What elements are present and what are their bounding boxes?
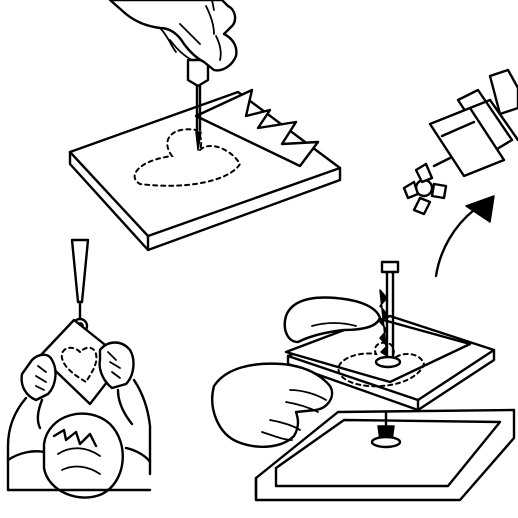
hand-holding-awl [108, 0, 238, 72]
back-hand [283, 296, 382, 344]
saw-base [254, 408, 516, 502]
person-top-view [6, 378, 152, 499]
rotation-arrow-icon [434, 195, 495, 278]
motor-housing [428, 68, 518, 178]
lower-clamp [370, 410, 402, 449]
saw-blade-icon [374, 260, 402, 369]
panel-scroll-saw [211, 260, 516, 502]
front-hand [211, 362, 334, 448]
switch-knob-icon[interactable] [402, 156, 452, 216]
paper-heart-dashes [60, 346, 98, 384]
panel-power-switch [402, 68, 518, 278]
torn-paper [194, 88, 320, 168]
panel-pierce-board [68, 0, 342, 252]
panel-feed-paper [6, 238, 152, 499]
saw-heart-dashes [337, 341, 426, 388]
